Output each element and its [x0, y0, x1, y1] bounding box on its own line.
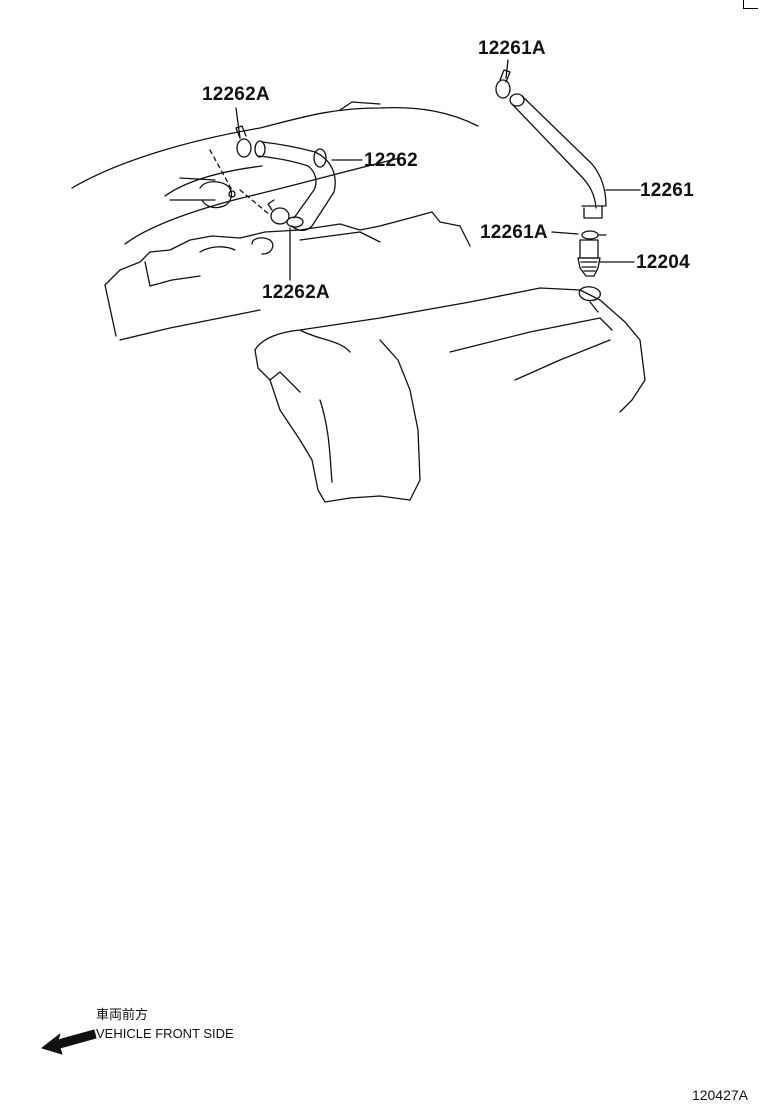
callout-hose-right: 12261: [640, 180, 694, 201]
callout-hose-left: 12262: [364, 150, 418, 171]
callout-pcv-valve: 12204: [636, 252, 690, 273]
port-fitting: [169, 149, 271, 216]
illustration-number: 120427A: [691, 1087, 748, 1103]
callout-clip-left-top: 12262A: [202, 84, 270, 105]
callout-clip-right-top: 12261A: [478, 38, 546, 59]
arrow-down-left-icon: [41, 1029, 97, 1055]
vehicle-front-label: VEHICLE FRONT SIDE: [96, 1026, 234, 1041]
leader-lines: [235, 59, 641, 281]
engine-outline: [71, 101, 479, 341]
vehicle-front-label-jp: 車両前方: [96, 1008, 149, 1023]
pcv-valve-12204: [577, 230, 607, 277]
callout-clip-left-bottom: 12262A: [262, 282, 330, 303]
callout-clip-right-mid: 12261A: [480, 222, 548, 243]
hose-12262: [254, 140, 336, 232]
frame-corner-mark: [743, 0, 758, 9]
hose-12261: [495, 69, 607, 219]
intake-manifold: [254, 286, 646, 503]
clips-12262A: [235, 125, 290, 225]
